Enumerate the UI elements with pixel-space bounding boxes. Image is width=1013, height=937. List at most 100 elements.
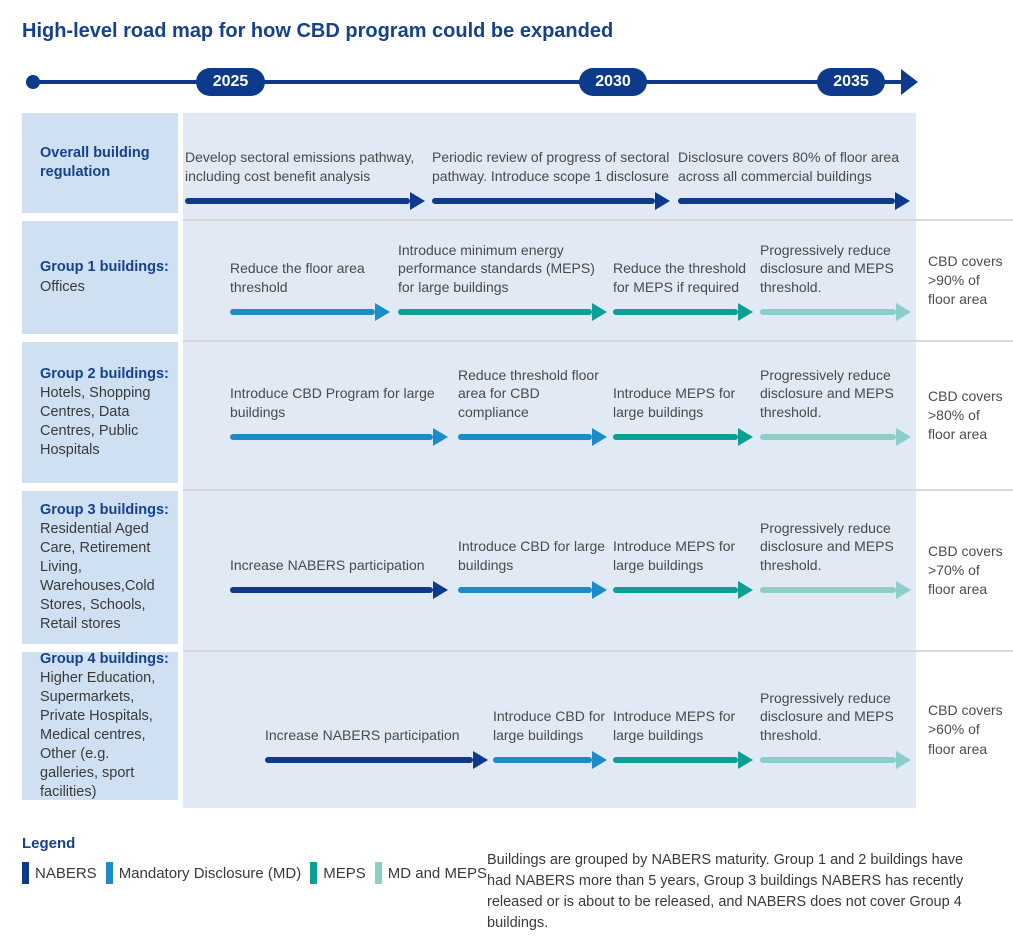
arrow-head-icon — [433, 581, 448, 599]
arrow-bar — [613, 587, 738, 593]
arrow-bar — [760, 309, 896, 315]
timeline-year-pill-2030: 2030 — [579, 68, 647, 96]
row-content: Reduce the floor area threshold Introduc… — [183, 221, 916, 340]
legend-note: Buildings are grouped by NABERS maturity… — [487, 852, 964, 932]
arrow-bar — [432, 198, 655, 204]
phase: Introduce CBD for large buildings — [493, 707, 607, 769]
arrow-bar — [458, 434, 592, 440]
legend: Legend NABERS Mandatory Disclosure (MD) … — [0, 830, 1013, 931]
arrow-head-icon — [896, 428, 911, 446]
roadmap-arrow — [613, 751, 753, 769]
phase-text: Introduce CBD for large buildings — [493, 708, 606, 743]
legend-item-nabers: NABERS — [22, 862, 97, 884]
arrow-bar — [613, 757, 738, 763]
timeline-year-pill-2025: 2025 — [196, 68, 265, 96]
legend-item-md: Mandatory Disclosure (MD) — [105, 862, 302, 884]
row-main: Increase NABERS participation Introduce … — [183, 652, 1013, 808]
phase: Reduce the threshold for MEPS if require… — [613, 259, 753, 321]
arrow-head-icon — [433, 428, 448, 446]
phase-text: Disclosure covers 80% of floor area acro… — [678, 149, 899, 184]
phase: Introduce MEPS for large buildings — [613, 384, 753, 446]
legend-chip-meps — [310, 862, 318, 884]
timeline: 2025 2030 2035 — [0, 67, 1013, 97]
roadmap-arrow — [230, 303, 390, 321]
row-label: Group 3 buildings: Residential Aged Care… — [22, 491, 178, 644]
phase: Progressively reduce disclosure and MEPS… — [760, 519, 911, 599]
arrow-head-icon — [738, 303, 753, 321]
phase-text: Progressively reduce disclosure and MEPS… — [760, 689, 894, 743]
timeline-end-arrow-icon — [901, 69, 918, 95]
legend-label: MEPS — [323, 864, 366, 882]
arrow-head-icon — [592, 428, 607, 446]
phase-text: Introduce CBD for large buildings — [458, 538, 606, 573]
roadmap-arrow — [760, 428, 911, 446]
roadmap-arrow — [458, 428, 607, 446]
arrow-head-icon — [896, 303, 911, 321]
row-label-title: Group 2 buildings: — [40, 365, 169, 382]
arrow-bar — [185, 198, 410, 204]
row-label: Group 4 buildings: Higher Education, Sup… — [22, 651, 178, 801]
roadmap-arrow — [760, 581, 911, 599]
legend-items: NABERS Mandatory Disclosure (MD) MEPS MD… — [22, 862, 487, 884]
cbd-coverage-note: CBD covers >80% of floor area — [916, 342, 1013, 489]
row-label-title: Overall building regulation — [40, 144, 150, 180]
roadmap-arrow — [458, 581, 607, 599]
row-content: Increase NABERS participation Introduce … — [183, 491, 916, 650]
arrow-head-icon — [896, 581, 911, 599]
phase: Reduce the floor area threshold — [230, 259, 390, 321]
row-label-body: Residential Aged Care, Retirement Living… — [40, 520, 155, 633]
row-main: Introduce CBD Program for large building… — [183, 342, 1013, 491]
row-main: Increase NABERS participation Introduce … — [183, 491, 1013, 652]
cbd-coverage-note: CBD covers >70% of floor area — [916, 491, 1013, 650]
roadmap-row-group-3: Group 3 buildings: Residential Aged Care… — [22, 491, 1013, 652]
phase-text: Reduce the threshold for MEPS if require… — [613, 260, 747, 295]
legend-chip-nabers — [22, 862, 29, 884]
phase-text: Increase NABERS participation — [265, 726, 460, 743]
cbd-coverage-note — [916, 113, 1013, 219]
arrow-bar — [760, 757, 896, 763]
arrow-head-icon — [375, 303, 390, 321]
phase: Introduce CBD for large buildings — [458, 537, 607, 599]
timeline-start-dot-icon — [26, 75, 40, 89]
phase: Progressively reduce disclosure and MEPS… — [760, 366, 911, 446]
phase-text: Introduce MEPS for large buildings — [613, 538, 736, 573]
phase-text: Reduce threshold floor area for CBD comp… — [458, 366, 599, 420]
roadmap-arrow — [432, 192, 670, 210]
roadmap-row-group-1: Group 1 buildings: Offices Reduce the fl… — [22, 221, 1013, 342]
phase: Increase NABERS participation — [265, 726, 488, 769]
arrow-bar — [760, 587, 896, 593]
arrow-head-icon — [895, 192, 910, 210]
phase-text: Develop sectoral emissions pathway, incl… — [185, 149, 415, 184]
timeline-year-pill-2035: 2035 — [817, 68, 885, 96]
roadmap-row-group-2: Group 2 buildings: Hotels, Shopping Cent… — [22, 342, 1013, 491]
arrow-bar — [458, 587, 592, 593]
row-main: Develop sectoral emissions pathway, incl… — [183, 113, 1013, 221]
legend-item-meps: MEPS — [310, 862, 366, 884]
roadmap-arrow — [760, 303, 911, 321]
phase-text: Introduce MEPS for large buildings — [613, 708, 736, 743]
legend-chip-md — [105, 862, 113, 884]
phase: Disclosure covers 80% of floor area acro… — [678, 148, 910, 210]
legend-heading: Legend — [22, 835, 76, 852]
roadmap-grid: Overall building regulation Develop sect… — [22, 113, 1013, 808]
legend-label: MD and MEPS — [387, 864, 487, 882]
legend-label: Mandatory Disclosure (MD) — [118, 864, 302, 882]
phase: Introduce minimum energy performance sta… — [398, 241, 607, 321]
phase: Introduce MEPS for large buildings — [613, 537, 753, 599]
row-label-body: Hotels, Shopping Centres, Data Centres, … — [40, 384, 151, 459]
roadmap-arrow — [185, 192, 425, 210]
arrow-bar — [613, 309, 738, 315]
arrow-bar — [265, 757, 473, 763]
arrow-bar — [230, 587, 433, 593]
phase: Introduce MEPS for large buildings — [613, 707, 753, 769]
phase: Reduce threshold floor area for CBD comp… — [458, 366, 607, 446]
row-label: Group 2 buildings: Hotels, Shopping Cent… — [22, 342, 178, 483]
row-label-body: Higher Education, Supermarkets, Private … — [40, 669, 156, 801]
row-label-title: Group 3 buildings: — [40, 501, 169, 518]
phase: Introduce CBD Program for large building… — [230, 384, 448, 446]
arrow-head-icon — [738, 751, 753, 769]
cbd-coverage-note: CBD covers >60% of floor area — [916, 652, 1013, 808]
roadmap-arrow — [613, 303, 753, 321]
phase-text: Increase NABERS participation — [230, 556, 425, 573]
